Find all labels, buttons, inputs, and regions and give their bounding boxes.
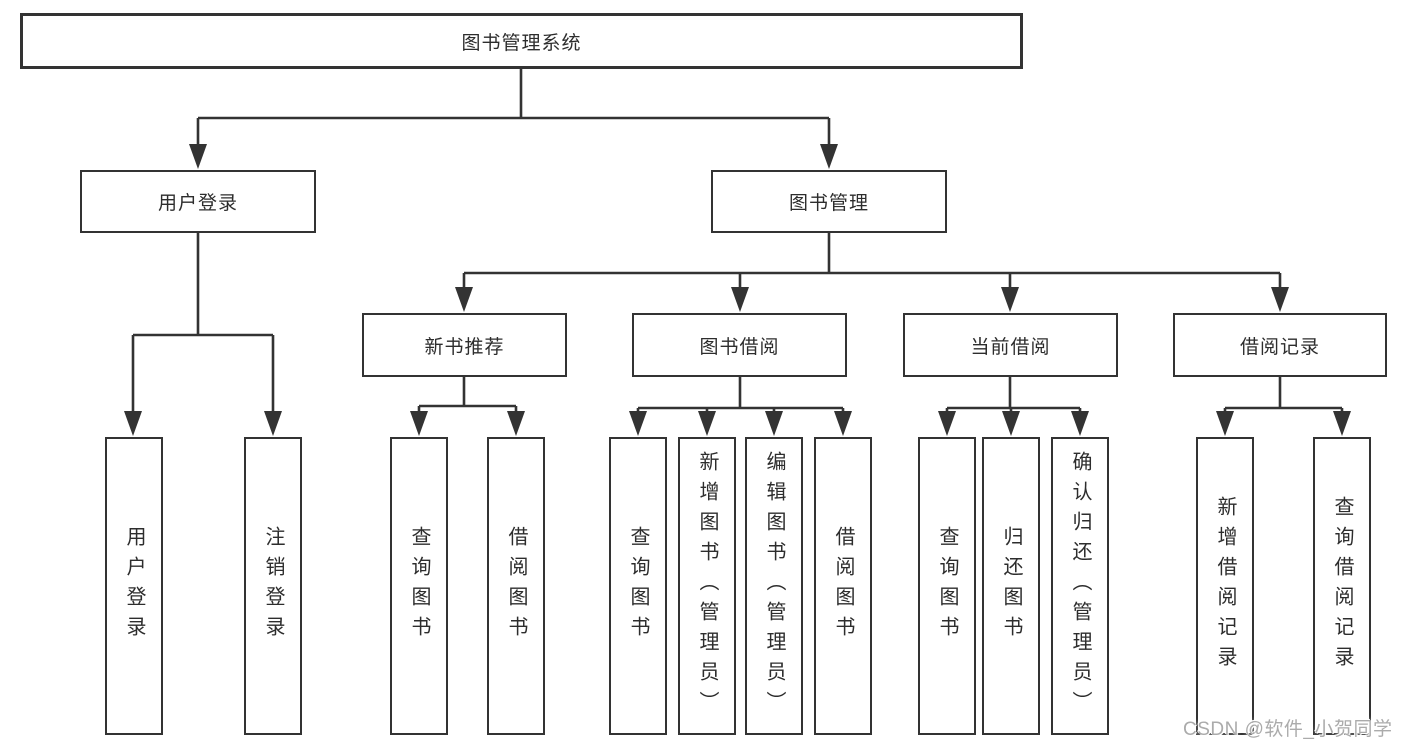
arrowhead-icon <box>1002 411 1020 436</box>
leaf-borrow-query-book-label: 查询图书 <box>627 526 649 646</box>
arrowhead-icon <box>1271 287 1289 312</box>
arrowhead-icon <box>938 411 956 436</box>
leaf-add-borrow-record: 新增借阅记录 <box>1196 437 1254 735</box>
leaf-confirm-return-admin: 确认归还（管理员） <box>1051 437 1109 735</box>
leaf-add-borrow-record-label: 新增借阅记录 <box>1214 496 1236 676</box>
arrowhead-icon <box>765 411 783 436</box>
node-user-login: 用户登录 <box>80 170 316 233</box>
leaf-add-book-admin-label: 新增图书（管理员） <box>696 451 718 721</box>
connector-book-management-to-level3 <box>455 233 1289 312</box>
arrowhead-icon <box>410 411 428 436</box>
arrowhead-icon <box>264 411 282 436</box>
node-borrow-records-label: 借阅记录 <box>1239 336 1320 358</box>
node-current-borrow-label: 当前借阅 <box>970 336 1051 358</box>
leaf-confirm-return-admin-label: 确认归还（管理员） <box>1069 451 1091 721</box>
node-book-borrow-label: 图书借阅 <box>699 336 780 358</box>
connector-recommend-to-leaves <box>410 377 525 436</box>
node-root: 图书管理系统 <box>20 13 1023 69</box>
leaf-logout-label: 注销登录 <box>262 526 284 646</box>
arrowhead-icon <box>507 411 525 436</box>
leaf-edit-book-admin-label: 编辑图书（管理员） <box>763 451 785 721</box>
leaf-recommend-borrow-book: 借阅图书 <box>487 437 545 735</box>
leaf-recommend-query-book-label: 查询图书 <box>408 526 430 646</box>
arrowhead-icon <box>455 287 473 312</box>
leaf-borrow-query-book: 查询图书 <box>609 437 667 735</box>
connector-borrow-records-to-leaves <box>1216 377 1351 436</box>
arrowhead-icon <box>731 287 749 312</box>
arrowhead-icon <box>1001 287 1019 312</box>
leaf-return-book: 归还图书 <box>982 437 1040 735</box>
arrowhead-icon <box>1333 411 1351 436</box>
leaf-borrow-borrow-book-label: 借阅图书 <box>832 526 854 646</box>
node-borrow-records: 借阅记录 <box>1173 313 1387 377</box>
leaf-recommend-borrow-book-label: 借阅图书 <box>505 526 527 646</box>
leaf-query-borrow-record: 查询借阅记录 <box>1313 437 1371 735</box>
node-new-book-recommend-label: 新书推荐 <box>424 336 505 358</box>
leaf-edit-book-admin: 编辑图书（管理员） <box>745 437 803 735</box>
node-root-label: 图书管理系统 <box>461 32 582 54</box>
leaf-current-query-book-label: 查询图书 <box>936 526 958 646</box>
arrowhead-icon <box>124 411 142 436</box>
node-book-management-label: 图书管理 <box>788 193 869 214</box>
connector-current-borrow-to-leaves <box>938 377 1089 436</box>
leaf-query-borrow-record-label: 查询借阅记录 <box>1331 496 1353 676</box>
leaf-return-book-label: 归还图书 <box>1000 526 1022 646</box>
arrowhead-icon <box>189 144 207 169</box>
leaf-borrow-borrow-book: 借阅图书 <box>814 437 872 735</box>
node-current-borrow: 当前借阅 <box>903 313 1118 377</box>
csdn-watermark: CSDN @软件_小贺同学 <box>1183 719 1393 740</box>
arrowhead-icon <box>1216 411 1234 436</box>
node-book-management: 图书管理 <box>711 170 947 233</box>
connector-root-to-level2 <box>189 69 838 169</box>
connector-user-login-to-leaves <box>124 233 282 436</box>
leaf-current-query-book: 查询图书 <box>918 437 976 735</box>
leaf-user-login-label: 用户登录 <box>123 526 145 646</box>
arrowhead-icon <box>629 411 647 436</box>
leaf-recommend-query-book: 查询图书 <box>390 437 448 735</box>
node-user-login-label: 用户登录 <box>157 193 238 214</box>
node-book-borrow: 图书借阅 <box>632 313 847 377</box>
node-new-book-recommend: 新书推荐 <box>362 313 567 377</box>
arrowhead-icon <box>834 411 852 436</box>
connector-book-borrow-to-leaves <box>629 377 852 436</box>
leaf-user-login: 用户登录 <box>105 437 163 735</box>
arrowhead-icon <box>1071 411 1089 436</box>
leaf-logout: 注销登录 <box>244 437 302 735</box>
leaf-add-book-admin: 新增图书（管理员） <box>678 437 736 735</box>
arrowhead-icon <box>820 144 838 169</box>
arrowhead-icon <box>698 411 716 436</box>
